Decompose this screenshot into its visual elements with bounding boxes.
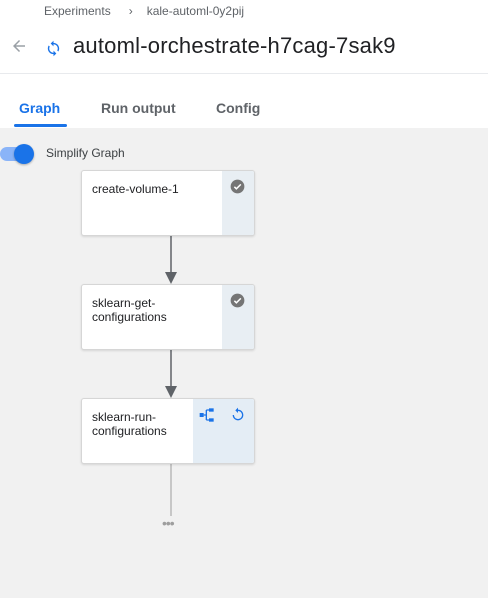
simplify-graph-toggle[interactable] [0,144,34,164]
graph-node-sklearn-get-configurations[interactable]: sklearn-get-configurations [81,284,255,350]
breadcrumb-experiment-link[interactable]: kale-automl-0y2pij [146,4,245,18]
node-status-area [222,285,254,349]
graph-canvas[interactable]: Simplify Graph create-volume-1 sklearn-g… [0,128,488,598]
graph-node-create-volume-1[interactable]: create-volume-1 [81,170,255,236]
page-title: automl-orchestrate-h7cag-7sak9 [73,33,396,58]
toggle-thumb [14,144,34,164]
breadcrumb-separator-icon: › [128,4,133,18]
node-label: sklearn-run-configurations [92,410,167,438]
node-label: sklearn-get-configurations [92,296,167,324]
node-status-area [193,399,254,463]
graph-edges [165,236,177,516]
node-status-area [222,171,254,235]
tab-graph[interactable]: Graph [19,100,61,116]
simplify-graph-label: Simplify Graph [46,146,125,160]
graph-node-sklearn-run-configurations[interactable]: sklearn-run-configurations [81,398,255,464]
check-circle-icon [230,179,245,194]
check-circle-icon [230,293,245,308]
arrow-back-icon [13,40,25,52]
running-icon [232,407,244,421]
active-tab-indicator [14,124,67,127]
breadcrumb: Experiments › kale-automl-0y2pij [44,3,244,19]
running-status-icon [47,40,60,57]
node-label: create-volume-1 [92,182,179,196]
tab-config[interactable]: Config [216,100,261,116]
more-nodes-indicator: ••• [162,515,175,531]
subgraph-icon[interactable] [199,407,215,423]
back-button[interactable] [8,35,30,57]
header-divider [0,73,488,74]
breadcrumb-experiments-link[interactable]: Experiments [44,4,111,18]
tab-run-output[interactable]: Run output [101,100,176,116]
